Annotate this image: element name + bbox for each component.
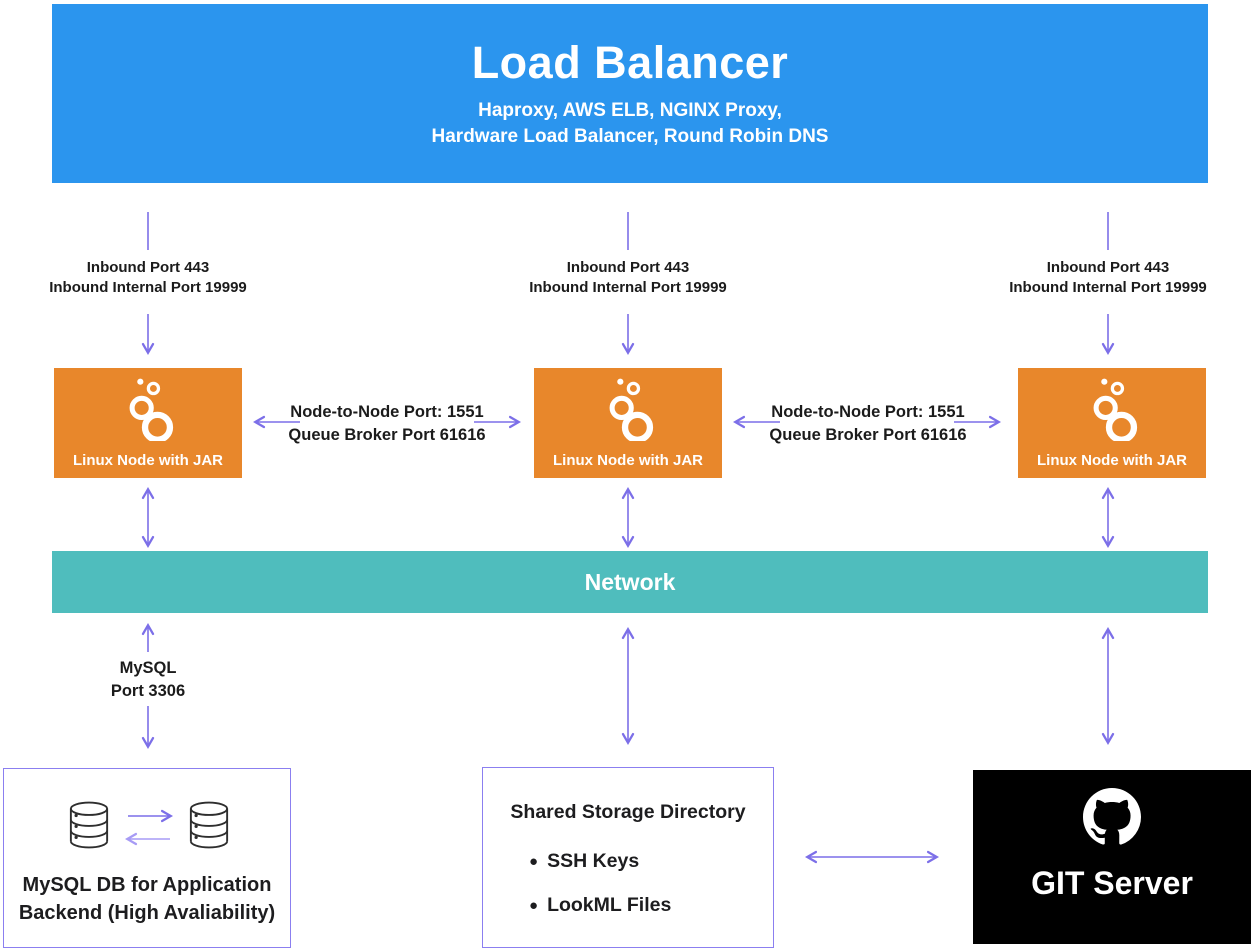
ssh-keys-label: SSH Keys [547, 850, 640, 872]
network-bar: Network [52, 551, 1208, 613]
inbound-internal-port-19999: Inbound Internal Port 19999 [49, 279, 247, 296]
linux-node-box-middle: Linux Node with JAR [534, 368, 722, 478]
node-to-node-port: Node-to-Node Port: 1551 [771, 403, 965, 421]
mysql-replication-icons [4, 799, 290, 855]
database-icon [69, 801, 109, 849]
mysql-db-label-line2: Backend (High Avaliability) [18, 902, 276, 924]
load-balancer-title: Load Balancer [471, 37, 789, 88]
mysql-label: MySQL [119, 659, 177, 677]
load-balancer-box: Load Balancer Haproxy, AWS ELB, NGINX Pr… [52, 4, 1208, 183]
looker-icon [129, 378, 174, 443]
queue-broker-port: Queue Broker Port 61616 [769, 426, 967, 444]
network-label: Network [584, 568, 676, 595]
node-to-node-port: Node-to-Node Port: 1551 [290, 403, 484, 421]
queue-broker-port: Queue Broker Port 61616 [288, 426, 486, 444]
load-balancer-subtitle: Haproxy, AWS ELB, NGINX Proxy, Hardware … [52, 98, 1208, 150]
bullet-icon: ● [529, 853, 539, 870]
linux-node-label: Linux Node with JAR [1037, 452, 1187, 469]
load-balancer-subtitle-line1: Haproxy, AWS ELB, NGINX Proxy, [478, 100, 782, 121]
inbound-port-443: Inbound Port 443 [566, 259, 690, 276]
mysql-link-label: MySQL Port 3306 [68, 657, 228, 703]
looker-icon [1093, 378, 1138, 443]
git-server-box: GIT Server [973, 770, 1251, 944]
node-link-label-left: Node-to-Node Port: 1551 Queue Broker Por… [262, 401, 512, 447]
list-item-ssh-keys: ● SSH Keys [529, 850, 639, 873]
mysql-db-box: MySQL DB for Application Backend (High A… [3, 768, 291, 948]
inbound-internal-port-19999: Inbound Internal Port 19999 [529, 279, 727, 296]
inbound-internal-port-19999: Inbound Internal Port 19999 [1009, 279, 1207, 296]
github-icon [1083, 788, 1141, 845]
list-item-lookml-files: ● LookML Files [529, 894, 671, 917]
inbound-port-443: Inbound Port 443 [1046, 259, 1170, 276]
linux-node-label: Linux Node with JAR [73, 452, 223, 469]
shared-storage-title: Shared Storage Directory [510, 801, 746, 823]
inbound-ports-label-middle: Inbound Port 443 Inbound Internal Port 1… [488, 258, 768, 298]
looker-icon [609, 378, 654, 443]
mysql-db-label: MySQL DB for Application Backend (High A… [4, 871, 290, 927]
linux-node-box-left: Linux Node with JAR [54, 368, 242, 478]
inbound-ports-label-left: Inbound Port 443 Inbound Internal Port 1… [8, 258, 288, 298]
git-server-label: GIT Server [1031, 865, 1193, 901]
linux-node-box-right: Linux Node with JAR [1018, 368, 1206, 478]
node-link-label-right: Node-to-Node Port: 1551 Queue Broker Por… [743, 401, 993, 447]
mysql-port: Port 3306 [110, 682, 186, 700]
shared-storage-box: Shared Storage Directory ● SSH Keys ● Look… [482, 767, 774, 948]
inbound-ports-label-right: Inbound Port 443 Inbound Internal Port 1… [968, 258, 1248, 298]
inbound-port-443: Inbound Port 443 [86, 259, 210, 276]
linux-node-label: Linux Node with JAR [553, 452, 703, 469]
mysql-db-label-line1: MySQL DB for Application [22, 874, 272, 896]
load-balancer-subtitle-line2: Hardware Load Balancer, Round Robin DNS [431, 126, 829, 147]
lookml-files-label: LookML Files [547, 894, 672, 916]
database-icon [189, 801, 229, 849]
bullet-icon: ● [529, 897, 539, 914]
